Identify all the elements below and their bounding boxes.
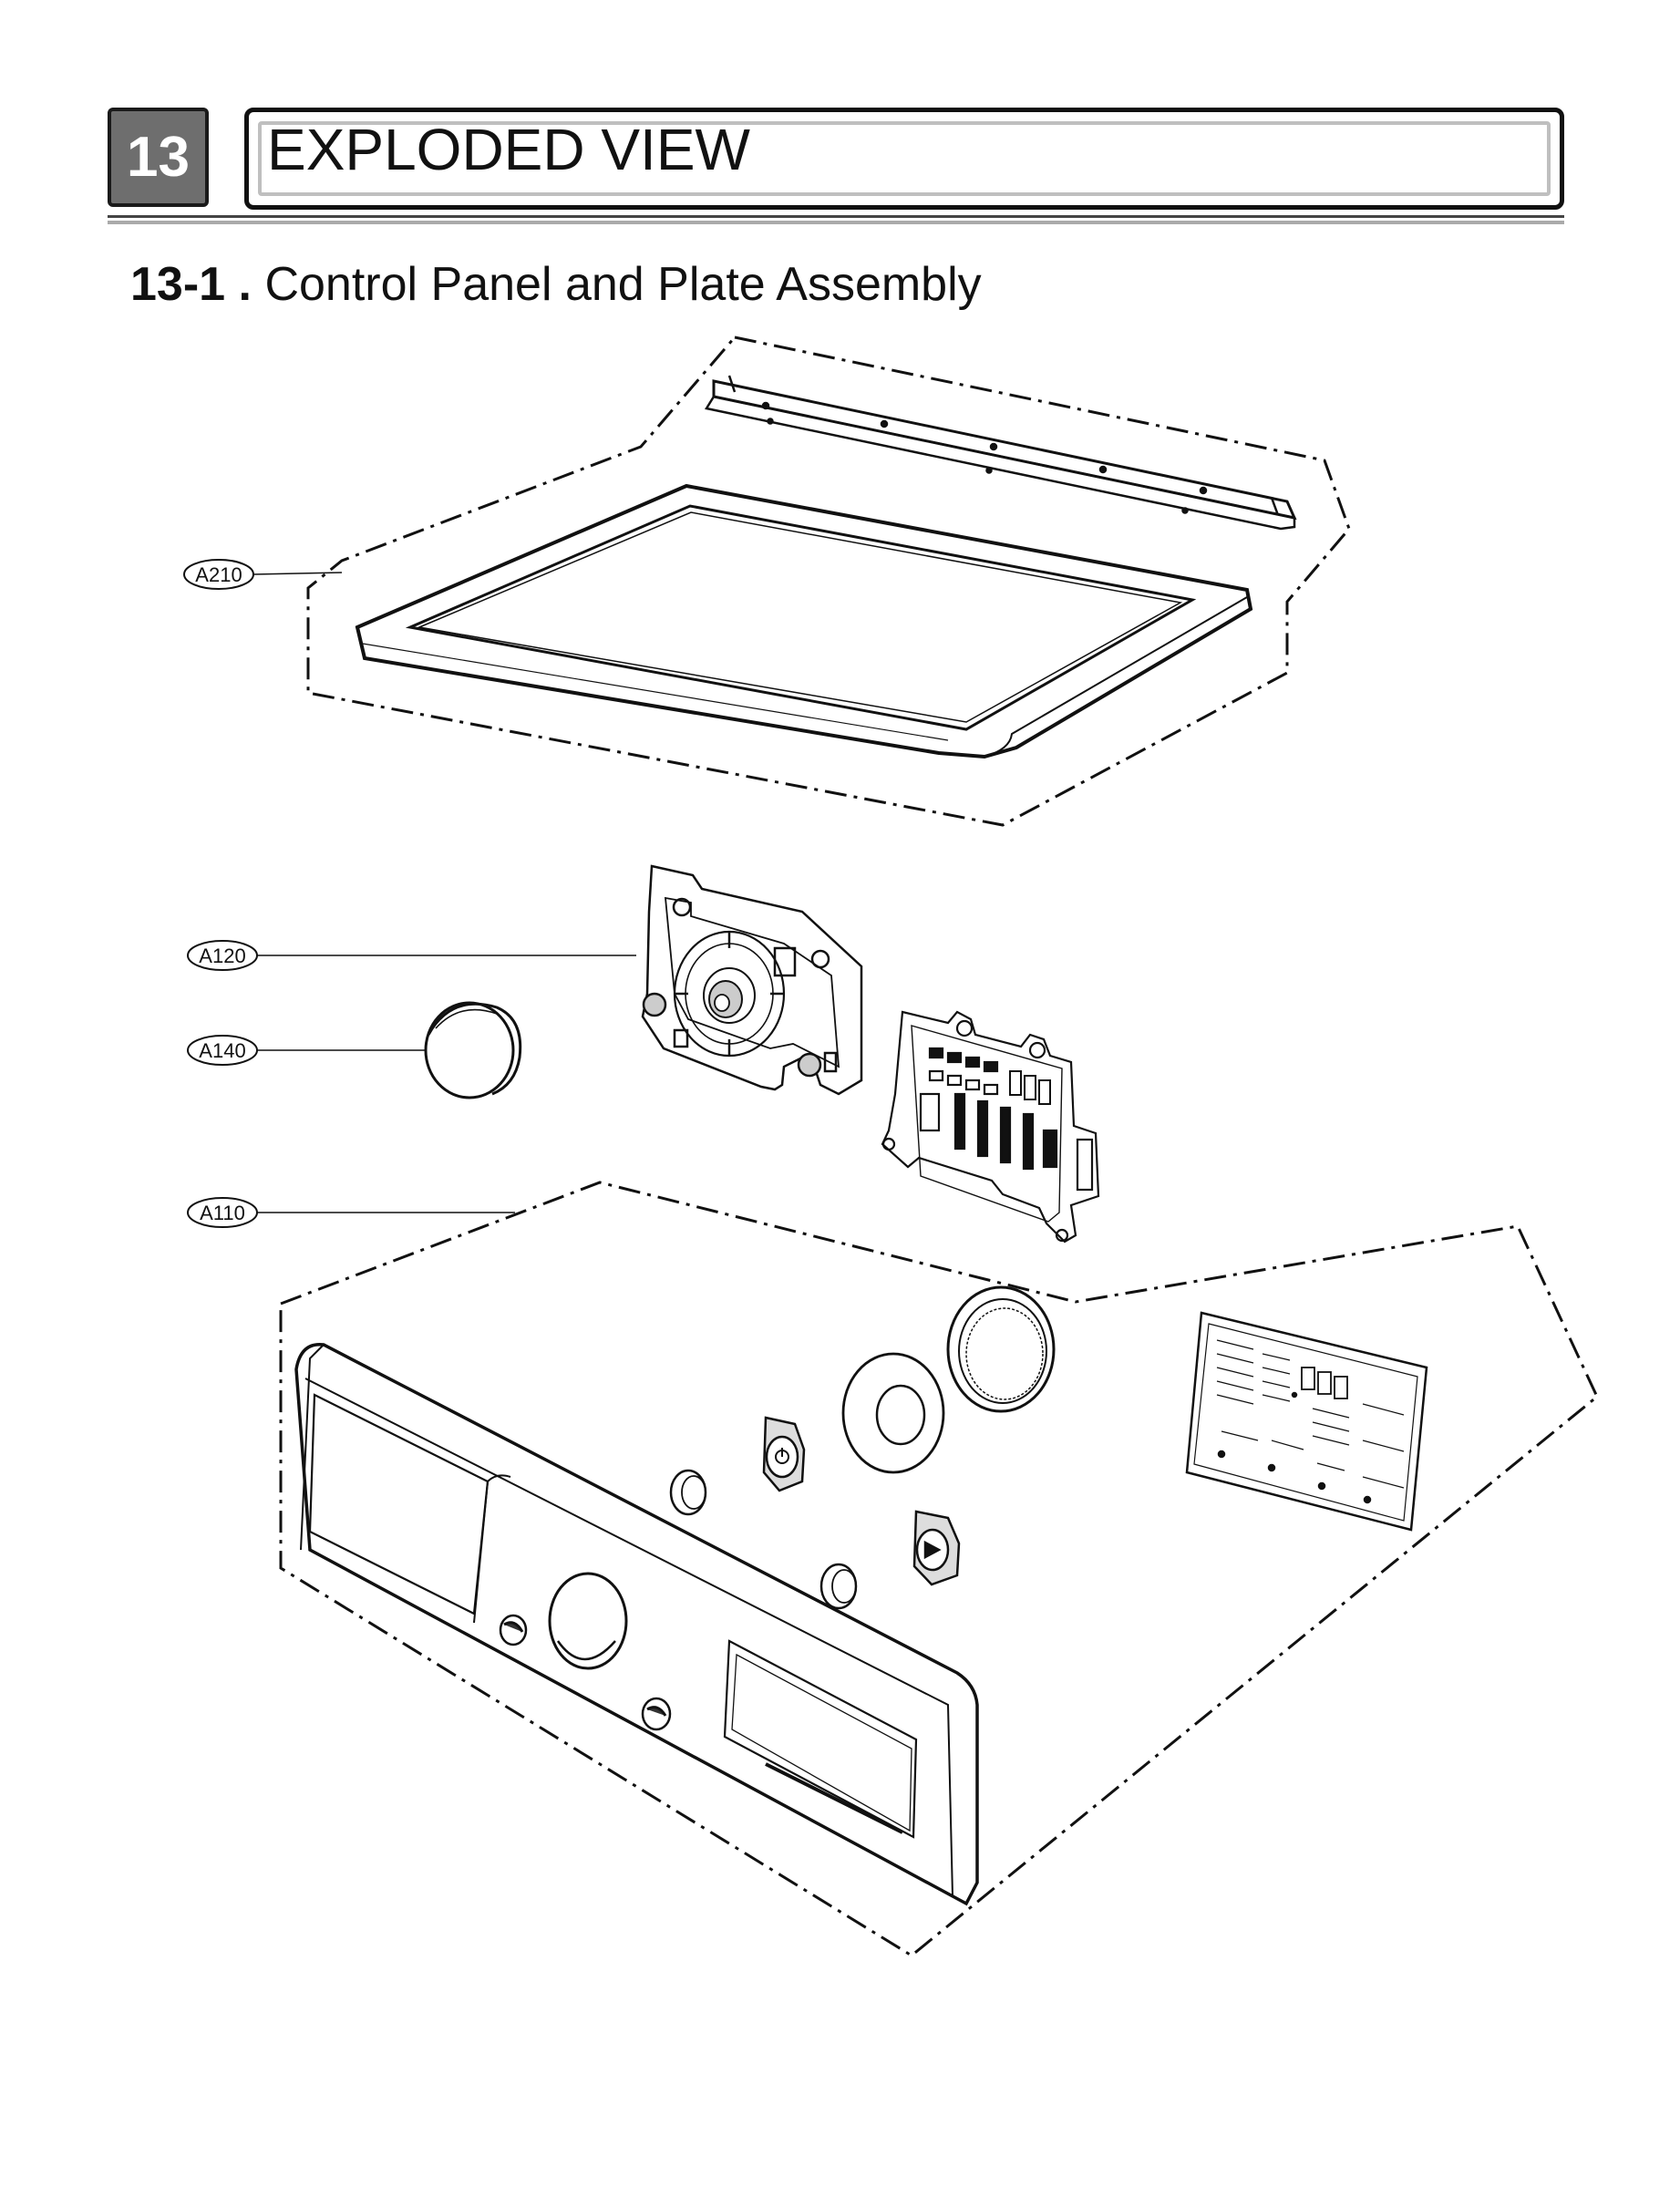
rear-bracket (705, 375, 1297, 531)
top-plate (355, 483, 1253, 759)
control-pcb-board (881, 1010, 1100, 1244)
callout-a110-bubble (187, 1197, 258, 1228)
header-rule-shadow (108, 221, 1564, 224)
section-title-inner-frame (258, 121, 1551, 196)
small-push-button-left (669, 1469, 707, 1516)
small-push-button-right (819, 1563, 858, 1610)
top-plate-group-boundary (306, 335, 1351, 827)
top-plate-group (306, 335, 1351, 827)
start-pause-button (912, 1510, 961, 1586)
subsection-number: 13-1 . (130, 258, 252, 311)
callout-a210-label: A210 (195, 563, 242, 586)
dial-ring (841, 1352, 945, 1474)
callout-a110-label: A110 (200, 1202, 245, 1224)
subsection-title: Control Panel and Plate Assembly (264, 258, 982, 311)
control-panel-frame (641, 864, 863, 1096)
control-panel-fascia (294, 1343, 979, 1906)
power-button (762, 1416, 806, 1492)
control-panel-group-boundary (279, 1181, 1599, 1957)
callout-a120-bubble (187, 940, 258, 971)
callout-a140-label: A140 (199, 1039, 245, 1062)
control-overlay-decal (1185, 1311, 1428, 1532)
dial-bezel (946, 1285, 1056, 1413)
section-number-badge: 13 (108, 108, 209, 207)
callout-leaders (253, 572, 636, 1213)
callout-a120-label: A120 (199, 944, 245, 967)
dial-knob (424, 1001, 522, 1099)
callout-a140-bubble (187, 1035, 258, 1066)
callout-bubbles (183, 559, 258, 1228)
section-title: EXPLODED VIEW (267, 117, 750, 182)
subsection-heading: 13-1 . Control Panel and Plate Assembly (130, 257, 982, 312)
callout-a210-bubble (183, 559, 254, 590)
section-title-box: EXPLODED VIEW (244, 108, 1564, 210)
control-panel-group (279, 1181, 1599, 1957)
header-rule (108, 215, 1564, 218)
